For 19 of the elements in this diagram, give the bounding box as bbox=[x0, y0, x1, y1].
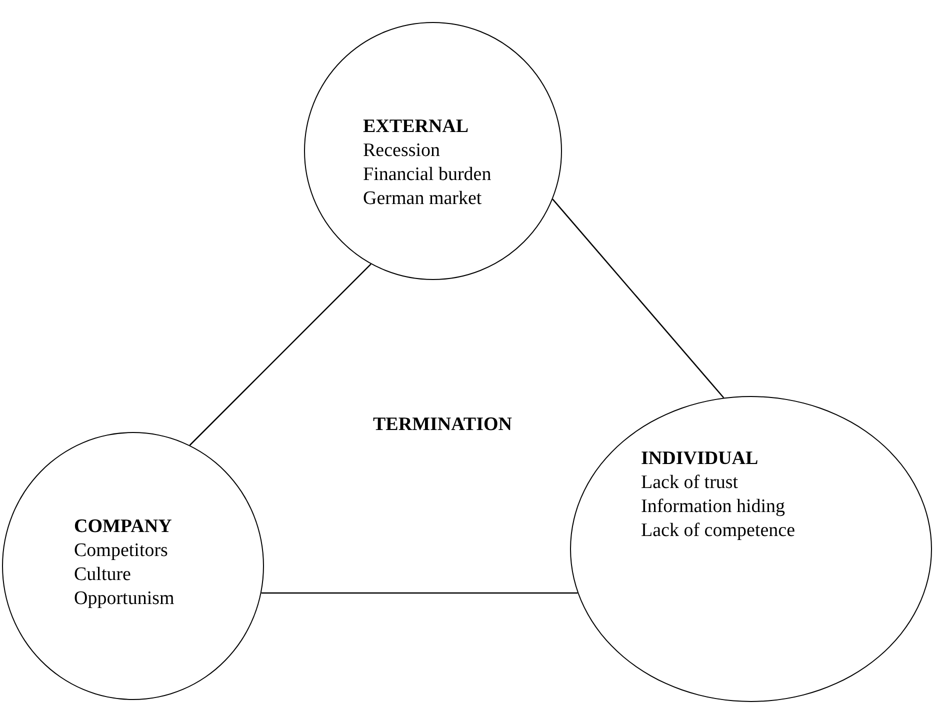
node-item: Lack of trust bbox=[641, 471, 740, 495]
circle-node bbox=[304, 22, 562, 280]
connector-line bbox=[189, 264, 372, 446]
node-item: Culture bbox=[74, 563, 132, 587]
node-heading: COMPANY bbox=[74, 515, 173, 539]
connector-line bbox=[552, 198, 724, 398]
node-item: Opportunism bbox=[74, 587, 174, 611]
center-label: TERMINATION bbox=[373, 413, 512, 437]
node-heading: EXTERNAL bbox=[363, 115, 470, 139]
node-item: German market bbox=[363, 187, 483, 211]
node-item: Information hiding bbox=[641, 495, 786, 519]
node-item: Financial burden bbox=[363, 163, 492, 187]
circle-node bbox=[570, 396, 932, 702]
node-heading: INDIVIDUAL bbox=[641, 447, 760, 471]
node-item: Lack of competence bbox=[641, 519, 796, 543]
circle-node bbox=[2, 432, 264, 700]
node-item: Competitors bbox=[74, 539, 169, 563]
node-item: Recession bbox=[363, 139, 442, 163]
connector-line bbox=[261, 592, 578, 594]
